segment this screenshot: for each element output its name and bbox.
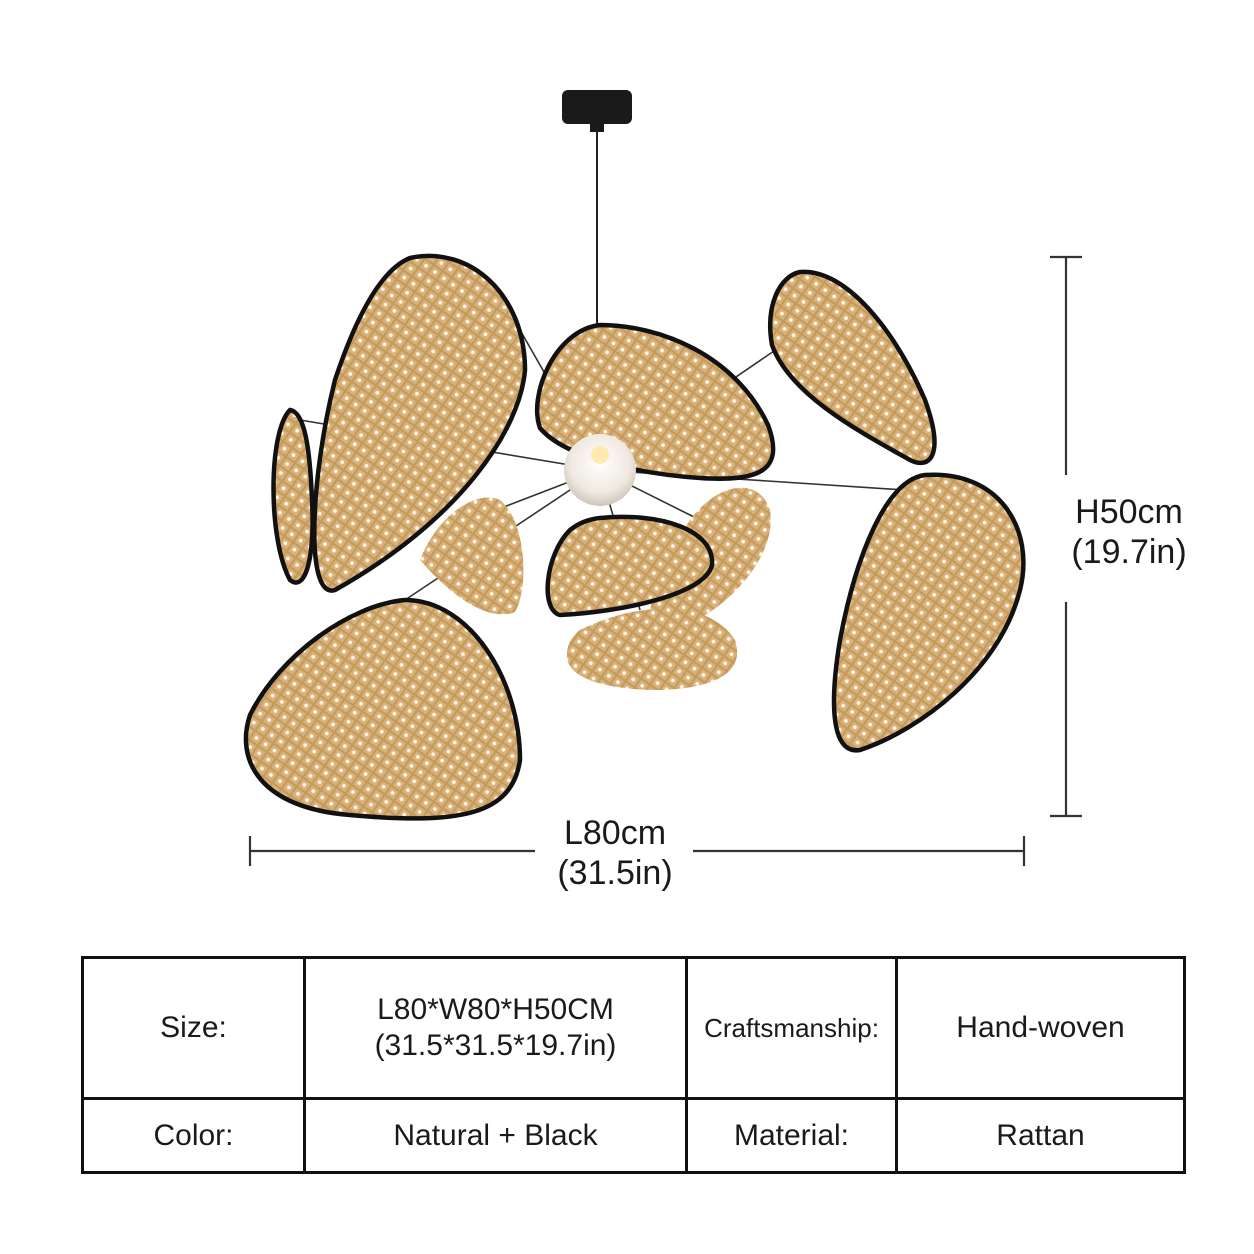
- shade-middle-curl: [545, 514, 715, 618]
- size-in: (31.5*31.5*19.7in): [374, 1029, 617, 1063]
- shade-bottom-center: [566, 608, 738, 690]
- table-row: Size: L80*W80*H50CM (31.5*31.5*19.7in) C…: [81, 955, 1186, 1101]
- length-cm: L80cm: [563, 814, 667, 852]
- spec-value-color: Natural + Black: [303, 1097, 688, 1174]
- length-in: (31.5in): [557, 854, 673, 892]
- light-bulb: [564, 434, 636, 506]
- height-in: (19.7in): [1071, 533, 1187, 571]
- shade-right: [831, 472, 1026, 753]
- spec-label-size: Size:: [81, 955, 306, 1101]
- size-cm: L80*W80*H50CM: [377, 993, 614, 1027]
- rattan-shades: [243, 253, 1026, 821]
- pendant-lamp-illustration: [243, 90, 1082, 866]
- shade-small-left: [271, 407, 315, 585]
- spec-label-color: Color:: [81, 1097, 306, 1174]
- spec-value-craftsmanship: Hand-woven: [895, 955, 1186, 1101]
- length-dimension-label: L80cm (31.5in): [537, 813, 693, 893]
- ceiling-canopy: [562, 90, 632, 124]
- table-row: Color: Natural + Black Material: Rattan: [81, 1097, 1186, 1174]
- shade-large-left: [312, 253, 528, 593]
- spec-label-craftsmanship: Craftsmanship:: [685, 955, 898, 1101]
- height-cm: H50cm: [1075, 493, 1183, 531]
- spec-value-material: Rattan: [895, 1097, 1186, 1174]
- shade-top-right: [768, 269, 937, 466]
- spec-label-material: Material:: [685, 1097, 898, 1174]
- canopy-stem: [590, 122, 604, 132]
- length-dimension-line: [248, 836, 1026, 866]
- height-dimension-label: H50cm (19.7in): [1054, 492, 1204, 572]
- shade-bottom-left: [243, 597, 523, 821]
- shade-inner-left: [420, 497, 524, 615]
- spec-value-size: L80*W80*H50CM (31.5*31.5*19.7in): [303, 955, 688, 1101]
- height-dimension-line: [1050, 255, 1082, 818]
- spec-table: Size: L80*W80*H50CM (31.5*31.5*19.7in) C…: [81, 955, 1186, 1174]
